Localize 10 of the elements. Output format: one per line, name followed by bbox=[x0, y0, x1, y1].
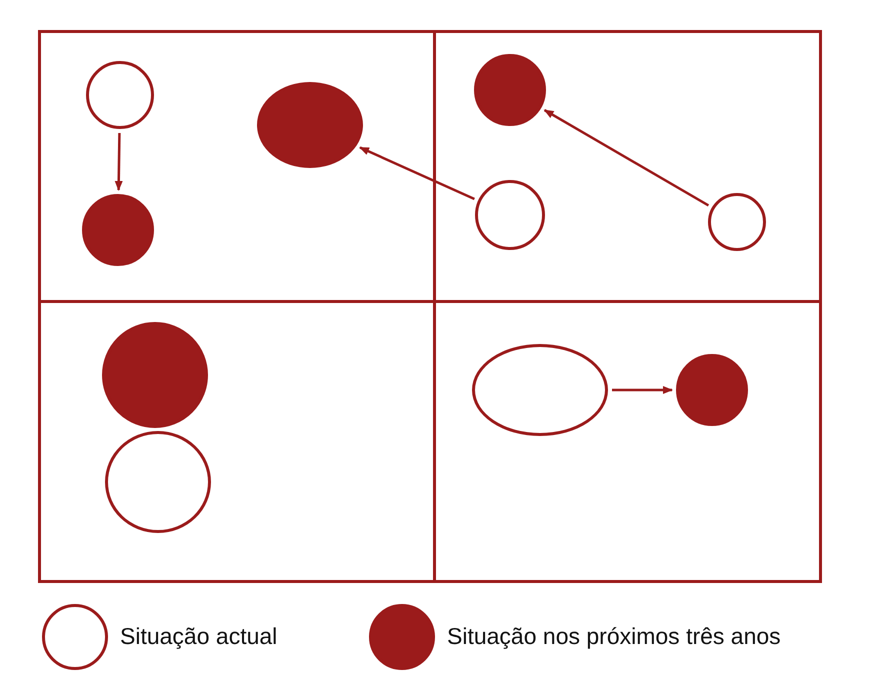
matrix-quadrant bbox=[38, 300, 436, 583]
matrix-quadrant bbox=[433, 30, 822, 303]
arrow bbox=[114, 132, 123, 191]
arrow bbox=[359, 146, 475, 200]
legend-label: Situação actual bbox=[120, 623, 278, 650]
matrix-quadrant bbox=[433, 300, 822, 583]
arrow bbox=[612, 386, 673, 394]
arrow bbox=[544, 109, 710, 206]
legend-label: Situação nos próximos três anos bbox=[447, 623, 781, 650]
matrix-quadrant bbox=[38, 30, 436, 303]
